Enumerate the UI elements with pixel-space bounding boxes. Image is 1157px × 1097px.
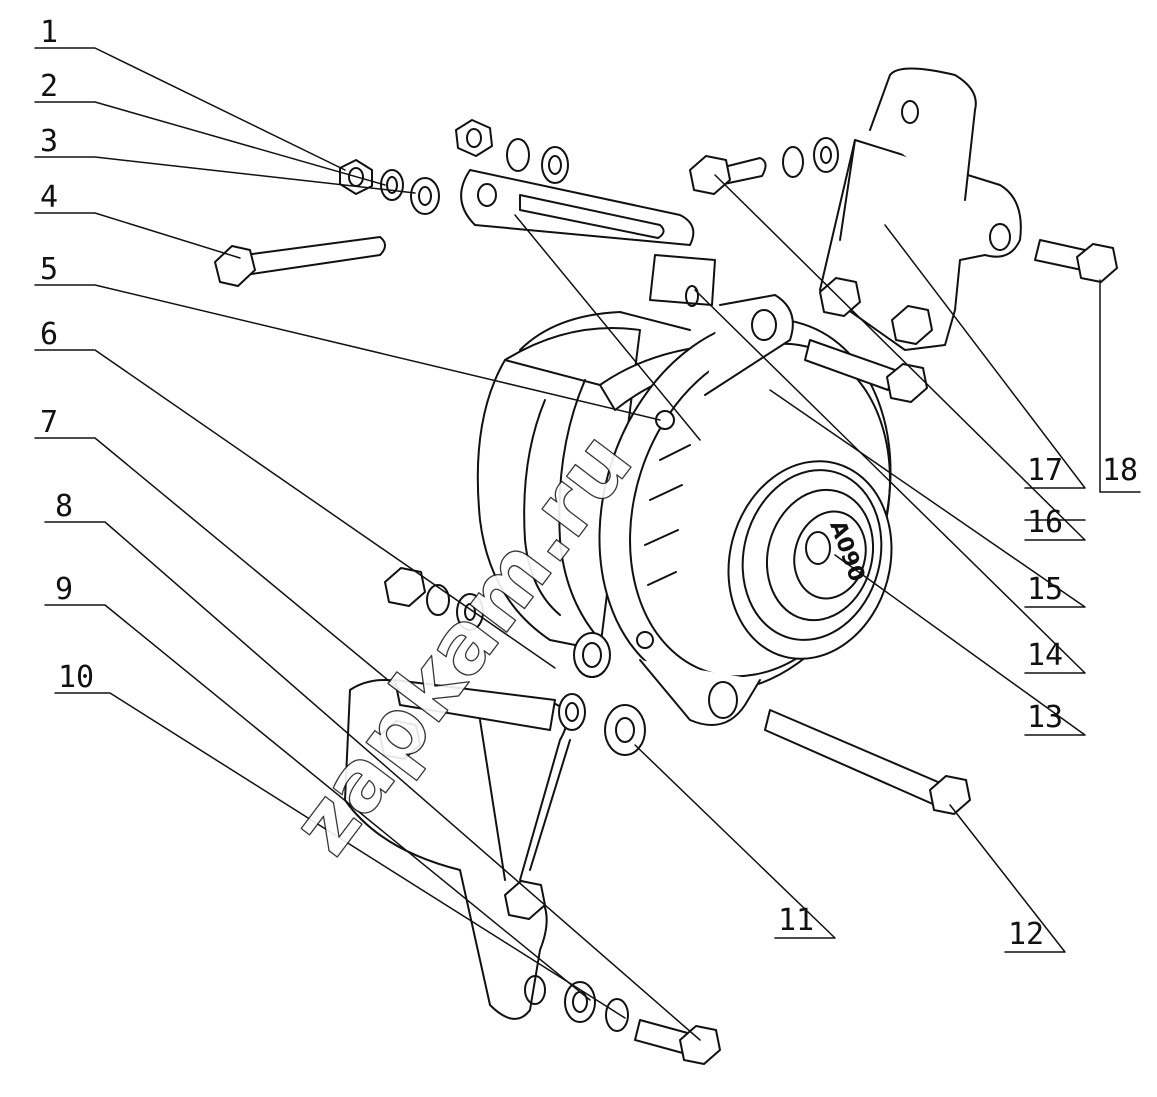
callout-numbers: 1 2 3 4 5 6 7 8 9 10 11 12 13 14 15 16 1…	[40, 15, 1138, 952]
callout-13: 13	[1027, 700, 1063, 735]
upper-hardware	[214, 119, 569, 287]
callout-14: 14	[1027, 638, 1063, 673]
lower-hardware	[384, 567, 971, 815]
upper-bracket	[689, 67, 1118, 403]
adjusting-strap	[460, 169, 716, 307]
callout-18: 18	[1102, 453, 1138, 488]
callout-17: 17	[1027, 453, 1063, 488]
callout-3: 3	[40, 124, 58, 159]
callout-12: 12	[1008, 917, 1044, 952]
callout-6: 6	[40, 317, 58, 352]
lower-bracket	[344, 679, 721, 1065]
callout-11: 11	[778, 903, 814, 938]
callout-10: 10	[58, 660, 94, 695]
callout-5: 5	[40, 252, 58, 287]
callout-7: 7	[40, 405, 58, 440]
callout-15: 15	[1027, 572, 1063, 607]
callout-9: 9	[55, 572, 73, 607]
callout-8: 8	[55, 489, 73, 524]
leader-lines	[34, 47, 1141, 1041]
callout-2: 2	[40, 69, 58, 104]
callout-4: 4	[40, 180, 58, 215]
callout-16: 16	[1027, 505, 1063, 540]
callout-1: 1	[40, 15, 58, 50]
